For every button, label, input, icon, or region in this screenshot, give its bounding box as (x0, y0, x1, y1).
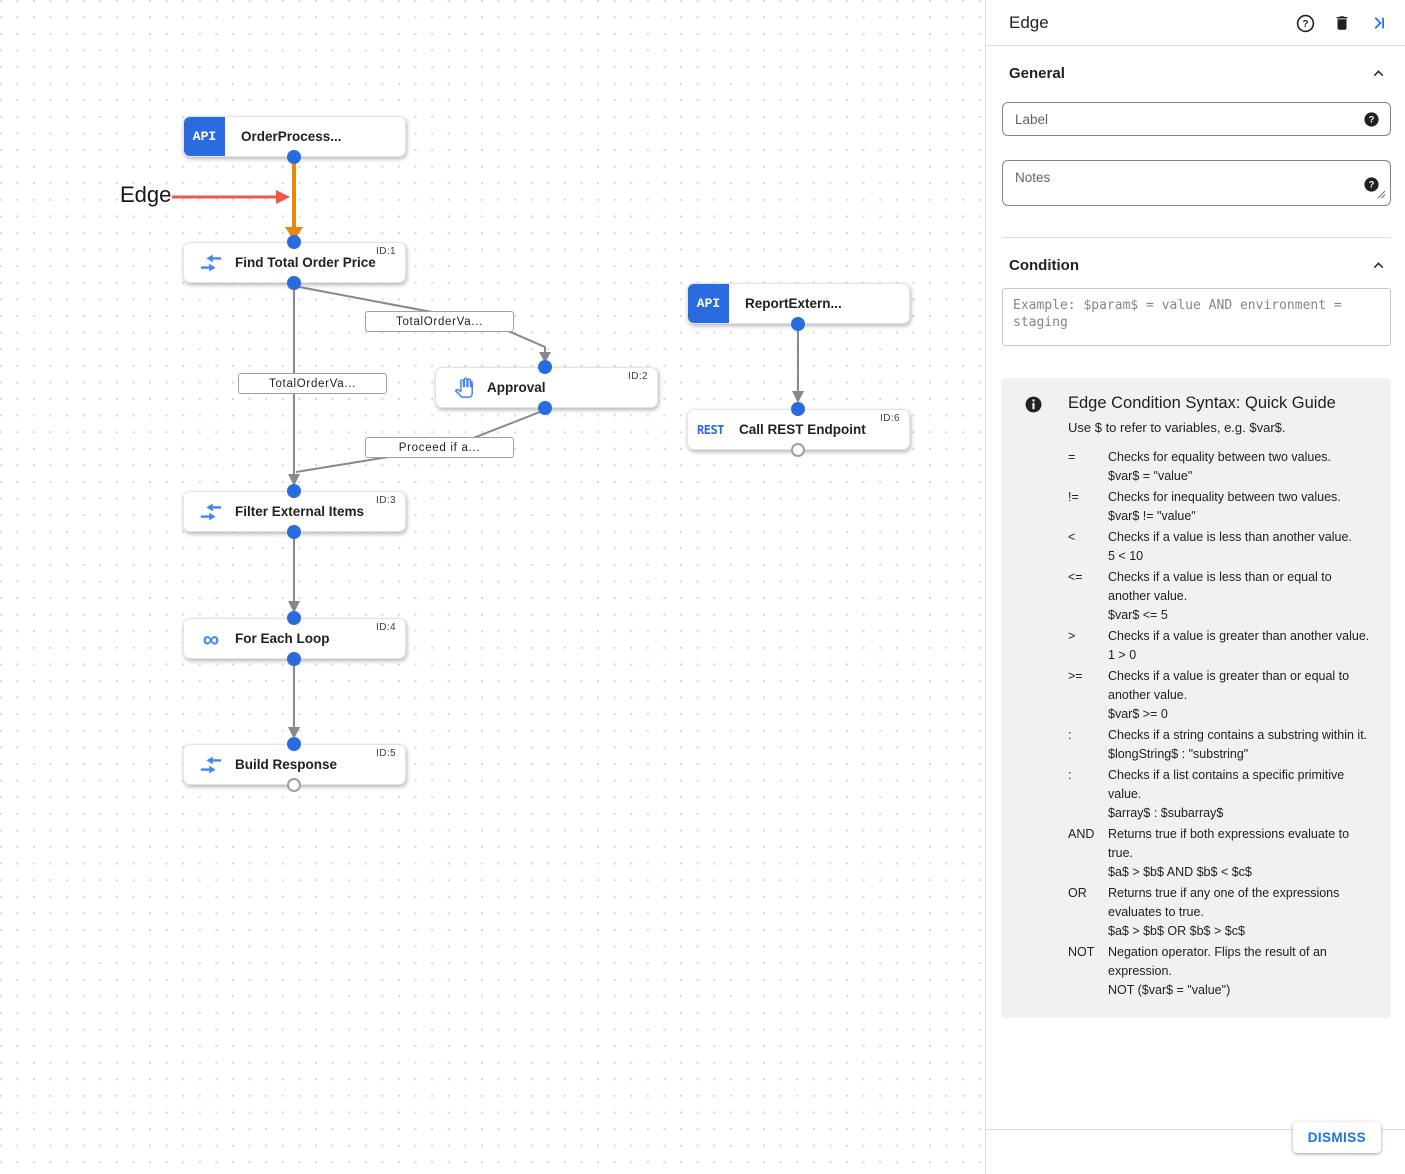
chevron-up-icon[interactable] (1368, 255, 1388, 275)
node-id-badge: ID:4 (376, 622, 396, 633)
connection-port[interactable] (287, 611, 301, 625)
annotation-arrow (172, 190, 290, 204)
condition-heading: Condition (1009, 256, 1079, 274)
divider (986, 45, 1405, 46)
connection-port[interactable] (538, 401, 552, 415)
guide-row: =Checks for equality between two values.… (1068, 450, 1332, 483)
guide-rows: =Checks for equality between two values.… (1068, 448, 1375, 1000)
connection-port[interactable] (287, 737, 301, 751)
node-title: Filter External Items (235, 504, 365, 519)
collapse-panel-icon[interactable] (1369, 13, 1389, 33)
node-title: OrderProcess... (241, 129, 342, 144)
data-mapping-icon (199, 251, 223, 275)
dismiss-button[interactable]: DISMISS (1292, 1122, 1381, 1153)
edges-layer (172, 158, 804, 739)
connection-port[interactable] (287, 235, 301, 249)
guide-row: >=Checks if a value is greater than or e… (1068, 669, 1350, 721)
notes-help-icon[interactable]: ? (1363, 176, 1380, 198)
flow-canvas[interactable]: Edge TotalOrderVa... TotalOrderVa... Pro… (0, 0, 984, 1174)
svg-text:?: ? (1302, 19, 1308, 30)
api-trigger-badge: API (688, 284, 729, 323)
footer-divider (986, 1129, 1405, 1130)
edge-condition-label[interactable]: TotalOrderVa... (365, 311, 514, 332)
condition-syntax-guide: Edge Condition Syntax: Quick Guide Use $… (1001, 378, 1391, 1018)
guide-subtitle: Use $ to refer to variables, e.g. $var$. (1068, 420, 1286, 435)
node-title: Approval (487, 380, 546, 395)
notes-input[interactable] (1002, 160, 1391, 206)
general-heading: General (1009, 64, 1065, 82)
approval-hand-icon (451, 376, 475, 400)
general-section: General ? ? (986, 46, 1405, 238)
edge-condition-label[interactable]: TotalOrderVa... (238, 373, 387, 394)
connection-port[interactable] (791, 317, 805, 331)
svg-text:?: ? (1369, 180, 1375, 190)
node-title: ReportExtern... (745, 296, 842, 311)
guide-row: !=Checks for inequality between two valu… (1068, 490, 1341, 523)
label-field-wrap: ? (1002, 102, 1391, 136)
panel-title: Edge (1009, 13, 1049, 32)
connection-port[interactable] (538, 360, 552, 374)
node-id-badge: ID:2 (628, 371, 648, 382)
edge-config-panel: Edge ? General (985, 0, 1405, 1174)
selected-edge[interactable] (285, 158, 303, 241)
node-title: Build Response (235, 757, 338, 772)
guide-title: Edge Condition Syntax: Quick Guide (1068, 394, 1336, 412)
connection-port[interactable] (287, 484, 301, 498)
node-id-badge: ID:3 (376, 495, 396, 506)
divider (1002, 237, 1391, 238)
chevron-up-icon[interactable] (1368, 63, 1388, 83)
data-mapping-icon (199, 753, 223, 777)
svg-text:?: ? (1369, 115, 1375, 125)
loop-icon: ∞ (202, 625, 220, 652)
guide-row: :Checks if a list contains a specific pr… (1068, 768, 1345, 820)
connection-port[interactable] (791, 402, 805, 416)
connection-port[interactable] (287, 525, 301, 539)
notes-field-wrap: ? (1002, 160, 1391, 211)
connection-port[interactable] (287, 276, 301, 290)
rest-icon: REST (697, 422, 724, 437)
node-report-external-trigger[interactable]: API ReportExtern... (687, 283, 910, 324)
api-trigger-badge: API (184, 117, 225, 156)
guide-row: <Checks if a value is less than another … (1068, 530, 1352, 563)
node-title: Find Total Order Price (235, 255, 376, 270)
node-id-badge: ID:5 (376, 748, 396, 759)
guide-row: <=Checks if a value is less than or equa… (1068, 570, 1332, 622)
label-input[interactable] (1002, 102, 1391, 136)
resize-grip-icon[interactable] (1377, 186, 1386, 204)
condition-section: Condition (986, 238, 1405, 351)
node-title: For Each Loop (235, 631, 330, 646)
condition-input[interactable] (1002, 288, 1391, 346)
edge-annotation-label: Edge (120, 182, 172, 207)
label-help-icon[interactable]: ? (1363, 111, 1380, 133)
edge-arrowheads (288, 352, 804, 739)
connection-port[interactable] (287, 150, 301, 164)
connection-port-open[interactable] (791, 443, 805, 457)
node-id-badge: ID:6 (880, 413, 900, 424)
connection-port-open[interactable] (287, 778, 301, 792)
node-title: Call REST Endpoint (739, 422, 866, 437)
edge-condition-label[interactable]: Proceed if a... (365, 437, 514, 458)
guide-row: >Checks if a value is greater than anoth… (1068, 629, 1370, 662)
info-icon (1024, 395, 1043, 419)
data-mapping-icon (199, 500, 223, 524)
node-id-badge: ID:1 (376, 246, 396, 257)
node-order-process-trigger[interactable]: API OrderProcess... (183, 116, 406, 157)
guide-row: :Checks if a string contains a substring… (1068, 728, 1368, 761)
condition-input-wrap (1002, 288, 1391, 351)
panel-header: Edge ? (986, 0, 1405, 45)
help-icon[interactable]: ? (1295, 13, 1315, 33)
connection-port[interactable] (287, 652, 301, 666)
delete-icon[interactable] (1332, 13, 1352, 33)
